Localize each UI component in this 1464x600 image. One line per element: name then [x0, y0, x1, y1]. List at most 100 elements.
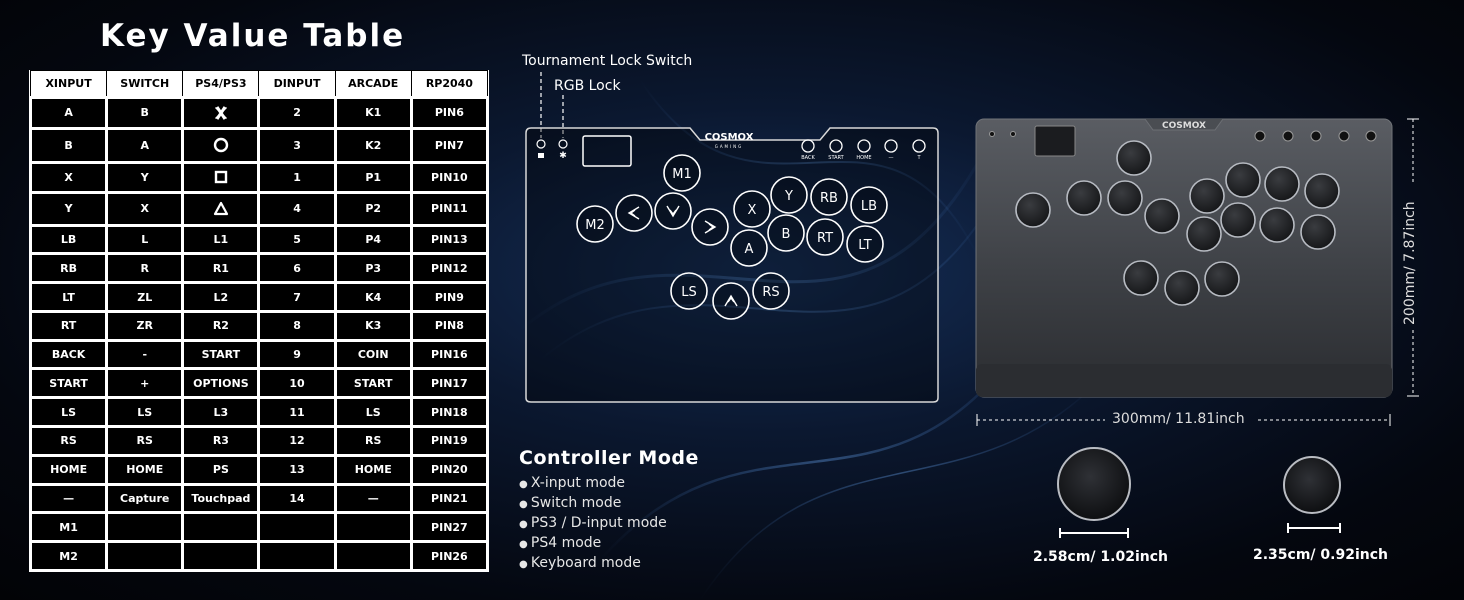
table-cell: K3	[333, 309, 413, 342]
table-cell: PIN20	[409, 453, 490, 486]
table-cell: -	[105, 338, 185, 371]
layout-button-left-arrow	[615, 194, 653, 232]
rgb-lock-switch	[558, 139, 568, 149]
table-cell: L2	[181, 281, 261, 313]
table-cell: RB	[28, 252, 109, 285]
table-cell: 14	[257, 482, 337, 515]
width-dimension: 300mm/ 11.81inch	[1112, 411, 1245, 427]
table-cell: R3	[181, 424, 261, 457]
tournament-lock-switch	[536, 139, 546, 149]
photo-lock-switch	[1010, 131, 1016, 137]
square-icon	[181, 160, 261, 195]
table-cell: ZR	[105, 309, 185, 342]
table-cell: HOME	[333, 453, 413, 486]
photo-arcade-button	[1225, 162, 1261, 198]
tournament-lock-label: Tournament Lock Switch	[522, 53, 693, 69]
table-cell	[333, 511, 413, 544]
table-cell	[257, 540, 337, 572]
table-header-cell: DINPUT	[258, 70, 336, 98]
photo-arcade-button	[1204, 261, 1240, 297]
controller-mode-label: PS4 mode	[530, 535, 602, 551]
table-cell	[105, 511, 185, 544]
table-cell: 2	[257, 95, 337, 130]
small-button-0	[801, 139, 815, 153]
layout-button-label: RT	[817, 231, 833, 246]
photo-function-button	[1338, 130, 1350, 142]
table-cell: R	[105, 252, 185, 285]
table-cell: 10	[257, 367, 337, 400]
table-cell	[257, 511, 337, 544]
table-cell: K4	[333, 281, 413, 313]
table-cell: 6	[257, 252, 337, 285]
table-cell: B	[28, 126, 109, 164]
page-title: Key Value Table	[100, 18, 406, 54]
rgb-lock-label: RGB Lock	[554, 78, 621, 94]
layout-button-label: Y	[784, 189, 793, 204]
table-cell: RT	[28, 309, 109, 342]
layout-button-label: LS	[681, 285, 697, 300]
table-cell: RS	[333, 424, 413, 457]
table-cell: R1	[181, 252, 261, 285]
table-cell: PIN13	[409, 223, 490, 256]
brand-logo: COSMOX	[705, 132, 754, 143]
table-cell: HOME	[105, 453, 185, 486]
controller-mode-item: ● PS3 / D-input mode	[519, 514, 667, 534]
small-button-label: START	[828, 155, 844, 161]
table-cell: 9	[257, 338, 337, 371]
layout-button-rt	[806, 218, 844, 256]
small-button-label: BACK	[801, 155, 815, 161]
photo-arcade-button	[1164, 270, 1200, 306]
table-cell: PIN8	[409, 309, 490, 342]
table-cell: P4	[333, 223, 413, 256]
board-outline	[525, 127, 939, 403]
photo-arcade-button	[1304, 173, 1340, 209]
layout-button-m2	[576, 205, 614, 243]
table-cell: +	[105, 367, 185, 400]
table-cell: K1	[333, 95, 413, 130]
lock-icon	[538, 153, 544, 158]
table-cell: A	[105, 126, 185, 164]
photo-arcade-button	[1300, 214, 1336, 250]
table-cell: P2	[333, 191, 413, 227]
table-header-cell: SWITCH	[106, 70, 184, 98]
controller-mode-label: Keyboard mode	[530, 555, 641, 571]
table-cell: 8	[257, 309, 337, 342]
layout-button-label: M1	[672, 167, 692, 182]
left-arrow-icon	[627, 206, 640, 220]
table-cell: L	[105, 223, 185, 256]
table-cell: PIN19	[409, 424, 490, 457]
table-cell: K2	[333, 126, 413, 164]
table-cell: RS	[28, 424, 109, 457]
table-cell: PIN21	[409, 482, 490, 515]
photo-arcade-button	[1186, 216, 1222, 252]
bullet-icon: ●	[519, 539, 531, 550]
table-header-cell: XINPUT	[29, 70, 108, 98]
table-cell: —	[333, 482, 413, 515]
table-cell: PS	[181, 453, 261, 486]
table-cell	[181, 540, 261, 572]
small-button-3	[884, 139, 898, 153]
layout-button-m1	[663, 154, 701, 192]
layout-button-up-arrow	[712, 282, 750, 320]
circle-icon	[181, 126, 261, 164]
layout-button-rs	[752, 272, 790, 310]
table-cell: 7	[257, 281, 337, 313]
table-cell	[181, 511, 261, 544]
photo-arcade-button	[1144, 198, 1180, 234]
controller-mode-item: ● PS4 mode	[519, 534, 667, 554]
layout-button-y	[770, 176, 808, 214]
controller-mode-label: X-input mode	[530, 475, 626, 491]
table-cell: 12	[257, 424, 337, 457]
controller-mode-item: ● Switch mode	[519, 494, 667, 514]
layout-button-label: LT	[858, 238, 871, 253]
table-cell: 11	[257, 396, 337, 428]
table-cell: LT	[28, 281, 109, 313]
controller-mode-label: Switch mode	[530, 495, 622, 511]
